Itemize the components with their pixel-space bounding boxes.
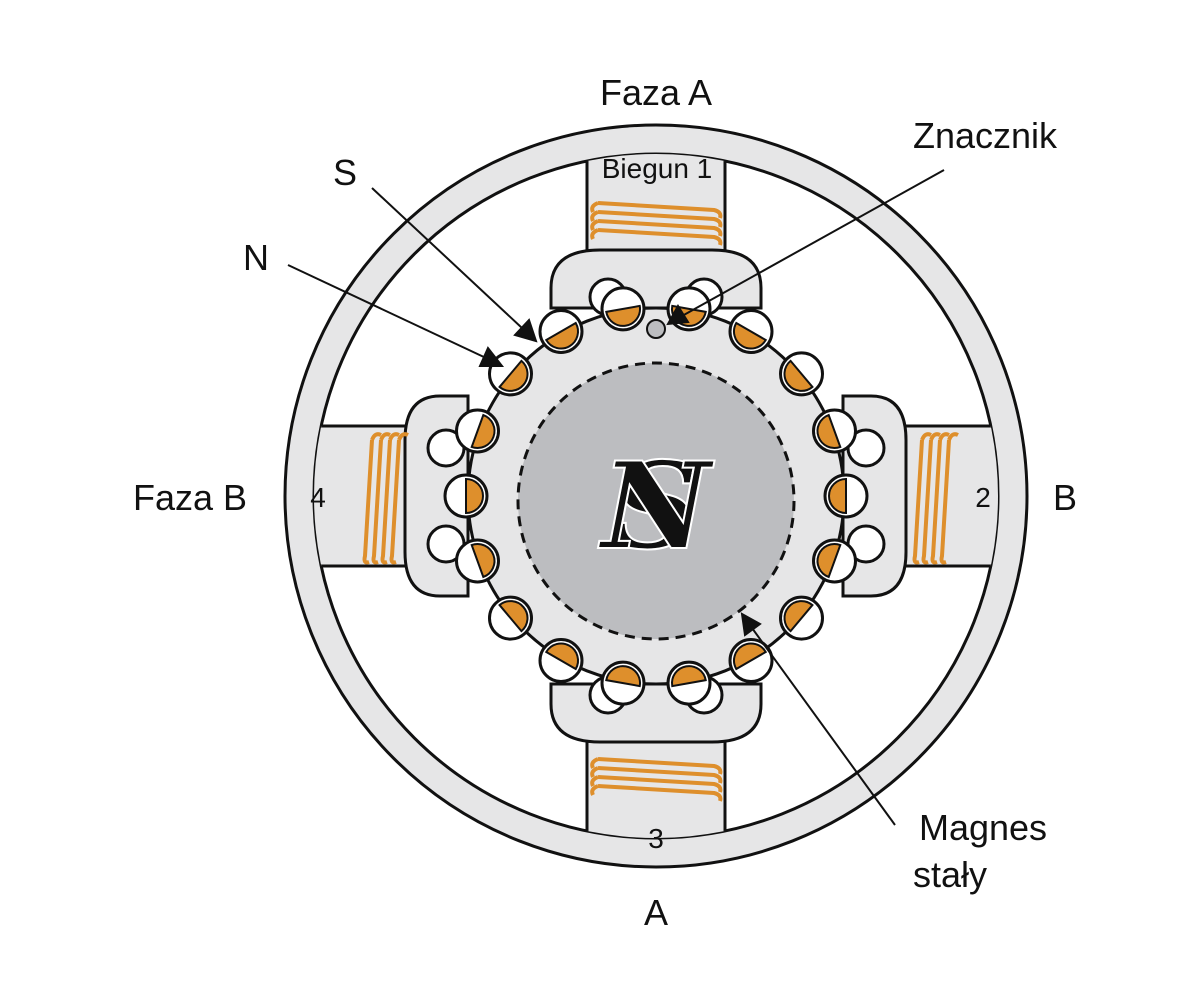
rotor-tooth: [733, 642, 768, 671]
label-pole-3: 3: [648, 823, 664, 854]
rotor-tooth: [470, 413, 496, 449]
label-pole-4: 4: [310, 482, 326, 513]
rotor-pole-letters: S N: [596, 435, 716, 578]
coil-pole-2: [912, 432, 959, 565]
label-faza-b: Faza B: [133, 477, 247, 518]
pole-head-1: [549, 248, 763, 310]
label-magnes: Magnes: [919, 807, 1047, 848]
marker-dot: [646, 319, 666, 339]
arrowhead-znacznik: [666, 304, 690, 326]
label-s: S: [333, 152, 357, 193]
rotor-tooth: [544, 642, 579, 671]
rotor-tooth: [671, 665, 707, 688]
label-a-bottom: A: [644, 892, 668, 933]
label-biegun-1: Biegun 1: [602, 153, 713, 184]
rotor-tooth: [733, 321, 768, 350]
rotor-tooth: [605, 304, 641, 327]
rotor-tooth: [828, 477, 847, 515]
rotor-tooth: [816, 413, 842, 449]
arrowhead-magnes: [740, 612, 762, 637]
leader-n: [287, 264, 487, 359]
rotor-letter-s: S: [613, 436, 700, 577]
rotor-tooth: [498, 359, 529, 392]
pole-arm-2: [900, 424, 998, 568]
leader-lines: [287, 169, 945, 826]
rotor-teeth: [443, 286, 869, 706]
rotor-tooth: [465, 477, 484, 515]
label-pole-2: 2: [975, 482, 991, 513]
leader-magnes: [751, 627, 896, 826]
rotor-letter-n: N: [597, 436, 715, 577]
label-b: B: [1053, 477, 1077, 518]
label-znacznik: Znacznik: [913, 115, 1058, 156]
label-n: N: [243, 237, 269, 278]
arrowhead-n: [478, 346, 505, 367]
coil-pole-4: [362, 432, 409, 565]
pole-head-3: [549, 682, 763, 744]
rotor-tooth: [816, 543, 842, 579]
label-faza-a: Faza A: [600, 72, 712, 113]
coil-pole-1: [590, 201, 723, 246]
coil-pole-3: [590, 757, 723, 802]
rotor-tooth: [498, 600, 529, 633]
rotor-tooth: [605, 665, 641, 688]
rotor-tooth: [544, 321, 579, 350]
arrowhead-s: [513, 318, 538, 343]
permanent-magnet: [516, 361, 796, 641]
rotor-tooth: [783, 359, 814, 392]
rotor-tooth: [470, 543, 496, 579]
rotor-tooth: [783, 600, 814, 633]
leader-znacznik: [681, 169, 945, 317]
labels: Faza A Biegun 1 Znacznik S N Faza B 4 2 …: [133, 72, 1077, 933]
leader-s: [371, 187, 523, 329]
label-staly: stały: [913, 854, 987, 895]
